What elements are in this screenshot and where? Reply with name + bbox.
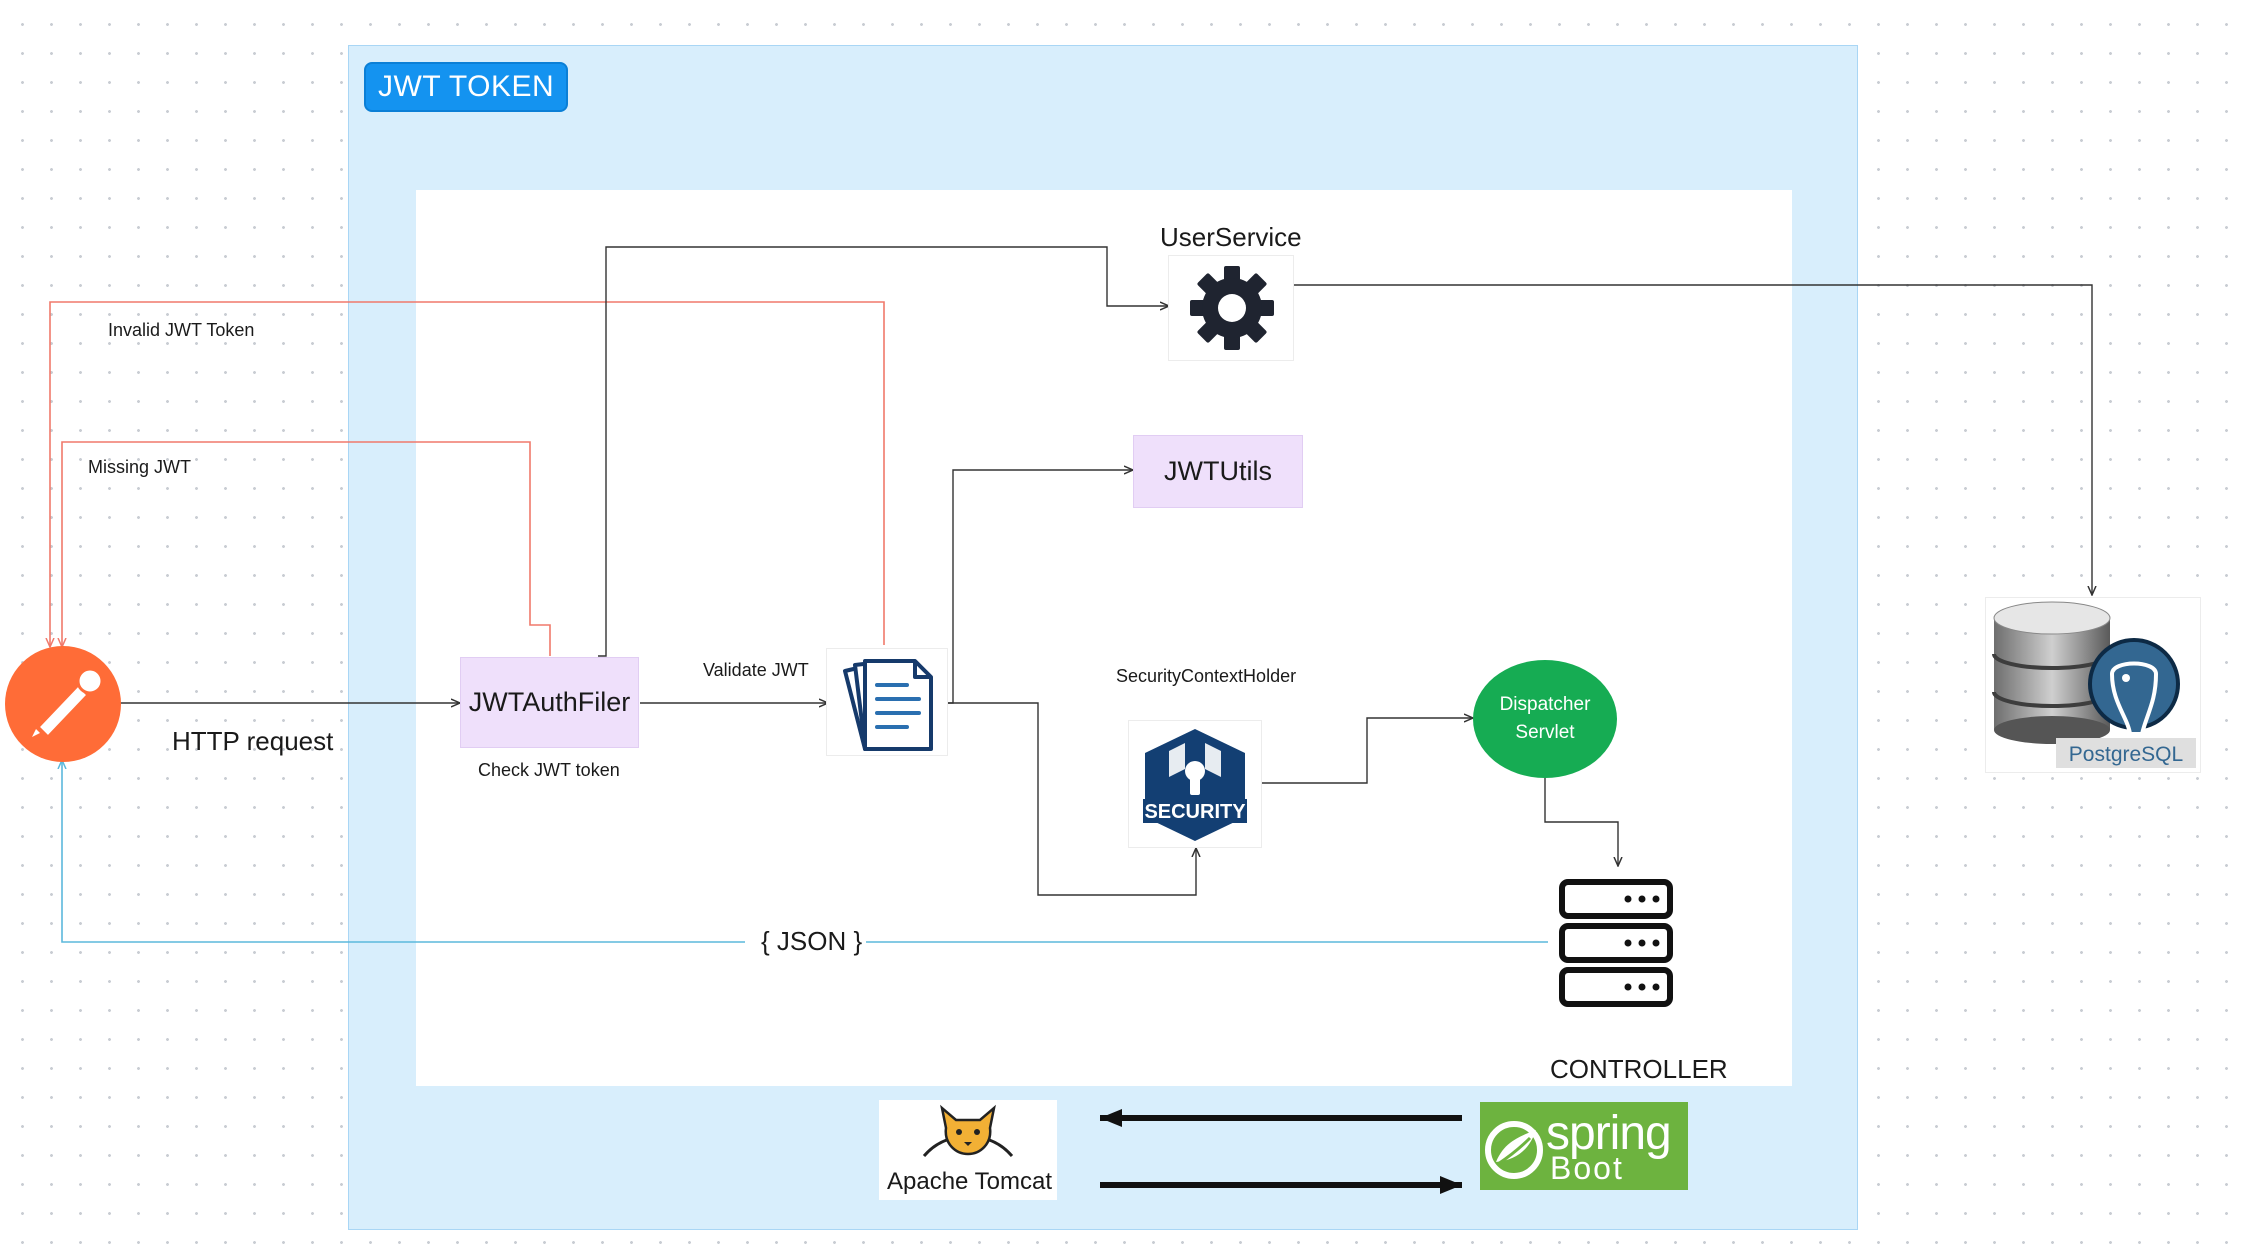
json-response-line-b	[62, 760, 745, 943]
filter-to-userservice-line	[598, 246, 1169, 657]
controller-label: CONTROLLER	[1550, 1054, 1728, 1084]
boot-text: Boot	[1550, 1150, 1624, 1186]
security-node[interactable]: SECURITY	[1128, 720, 1262, 848]
jwt-auth-filter-label: JWTAuthFiler	[468, 687, 631, 717]
controller-node[interactable]	[1552, 868, 1680, 1018]
user-service-node[interactable]	[1168, 255, 1294, 361]
check-jwt-label: Check JWT token	[478, 760, 620, 780]
to-jwtutils-line	[947, 470, 1133, 704]
dispatcher-line1: Dispatcher	[1499, 694, 1591, 715]
security-text: SECURITY	[1144, 801, 1246, 823]
jwt-auth-filter-node[interactable]: JWTAuthFiler	[460, 657, 639, 748]
invalid-token-line	[50, 301, 885, 647]
user-service-label: UserService	[1160, 222, 1302, 252]
security-to-dispatcher-line	[1262, 718, 1473, 784]
database-icon: PostgreSQL	[1992, 601, 2196, 768]
jwt-utils-label: JWTUtils	[1164, 456, 1272, 486]
dispatcher-line2: Servlet	[1515, 722, 1575, 743]
jwt-utils-node[interactable]: JWTUtils	[1133, 435, 1303, 508]
spring-security-icon: SECURITY	[1143, 729, 1247, 841]
missing-jwt-line	[62, 441, 551, 656]
spring-boot-icon	[1485, 1121, 1543, 1179]
dispatcher-servlet-node[interactable]: Dispatcher Servlet	[1473, 660, 1617, 778]
tomcat-text: Apache Tomcat	[887, 1168, 1052, 1195]
gear-icon	[1190, 266, 1274, 350]
userservice-to-db-line	[1293, 284, 2092, 595]
json-label: { JSON }	[757, 926, 867, 957]
validator-node[interactable]	[826, 648, 948, 756]
postgresql-text: PostgreSQL	[2069, 743, 2183, 766]
documents-icon	[843, 659, 933, 751]
http-request-label: HTTP request	[172, 726, 334, 756]
dispatcher-to-controller-line	[1544, 778, 1618, 866]
invalid-token-label: Invalid JWT Token	[108, 320, 255, 340]
database-node[interactable]: PostgreSQL	[1985, 597, 2201, 773]
postman-icon[interactable]	[4, 645, 122, 763]
validate-jwt-label: Validate JWT	[703, 660, 809, 680]
spring-text: spring	[1546, 1107, 1672, 1160]
tomcat-icon	[922, 1104, 1014, 1158]
server-icon	[1559, 879, 1673, 1007]
frame-title: JWT TOKEN	[364, 62, 569, 112]
spring-boot-node[interactable]: spring Boot	[1480, 1102, 1688, 1190]
to-security-line	[947, 702, 1196, 896]
security-context-label: SecurityContextHolder	[1116, 666, 1297, 686]
tomcat-node[interactable]: Apache Tomcat	[879, 1100, 1057, 1200]
missing-jwt-label: Missing JWT	[88, 457, 191, 477]
